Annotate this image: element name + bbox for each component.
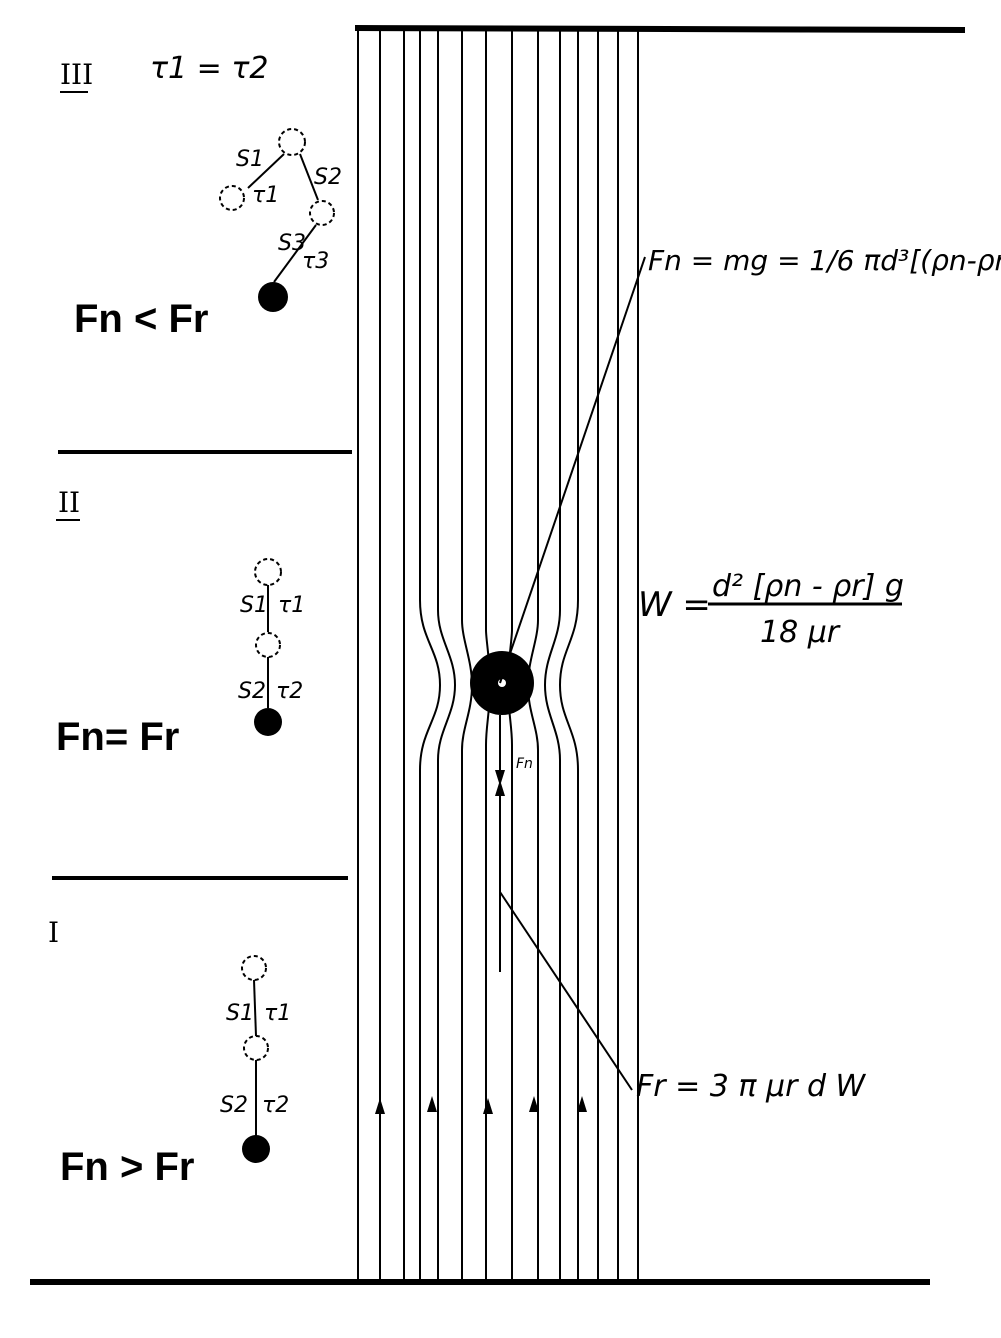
resistance-leader-line [499, 891, 633, 1091]
particle-position-mid [309, 200, 335, 226]
particle-position-mid [255, 632, 281, 658]
zone-iii-label-tau1: τ1 [252, 183, 279, 208]
particle-position-final [258, 282, 288, 312]
particle-position-mid [243, 1035, 269, 1061]
resistance-arrow [495, 780, 505, 796]
particle-position-left [219, 185, 245, 211]
zone-iii-force-relation: Fn < Fr [74, 297, 208, 341]
particle-position-start [254, 558, 282, 586]
zone-i-label-s1: S1 [226, 1001, 254, 1026]
gravity-equation: Fn = mg = 1/6 πd³[(ρn-ρr)g] [648, 244, 1001, 277]
velocity-equation-lhs: W = [638, 585, 711, 625]
top-border-line [354, 25, 966, 33]
zone-iii-label-s3: S3 [278, 231, 306, 256]
particle-position-final [254, 708, 282, 736]
zone-i-numeral: I [48, 916, 59, 949]
zone-ii-label-s2: S2 [238, 679, 266, 704]
zone-iii-numeral: III [60, 58, 93, 91]
zone-ii-trajectory [254, 558, 282, 708]
zone-iii-trajectory [219, 128, 335, 283]
upflow-arrow [577, 1096, 587, 1112]
zone-i-trajectory [241, 955, 269, 1136]
velocity-equation-denominator: 18 μr [760, 615, 841, 650]
gravity-leader-line [499, 256, 646, 684]
particle-position-start [278, 128, 306, 156]
zone-ii-label-tau2: τ2 [276, 679, 303, 704]
zone-ii-label-s1: S1 [240, 593, 268, 618]
particle-force-label: Fn [516, 756, 533, 772]
upflow-arrow [529, 1096, 539, 1112]
zone-i-label-tau2: τ2 [262, 1093, 289, 1118]
zone-iii-label-s1: S1 [236, 147, 264, 172]
resistance-equation: Fr = 3 π μr d W [636, 1069, 867, 1104]
upflow-arrows [375, 1096, 587, 1114]
gravity-arrow [495, 770, 505, 786]
particle-position-final [242, 1135, 270, 1163]
zone-iii-condition: τ1 = τ2 [150, 51, 269, 86]
zone-i-label-tau1: τ1 [264, 1001, 291, 1026]
velocity-equation-numerator: d² [ρn - ρr] g [712, 569, 904, 604]
zone-iii-label-tau3: τ3 [302, 249, 329, 274]
zone-ii-numeral: II [58, 486, 80, 519]
zone-i-force-relation: Fn > Fr [60, 1145, 194, 1189]
flow-streamlines [357, 30, 639, 1280]
zone-i-label-s2: S2 [220, 1093, 248, 1118]
zone-iii-label-s2: S2 [314, 165, 342, 190]
particle-position-start [241, 955, 267, 981]
zone-ii-label-tau1: τ1 [278, 593, 305, 618]
upflow-arrow [483, 1098, 493, 1114]
upflow-arrow [427, 1096, 437, 1112]
zone-ii-force-relation: Fn= Fr [56, 715, 179, 759]
upflow-arrow [375, 1098, 385, 1114]
